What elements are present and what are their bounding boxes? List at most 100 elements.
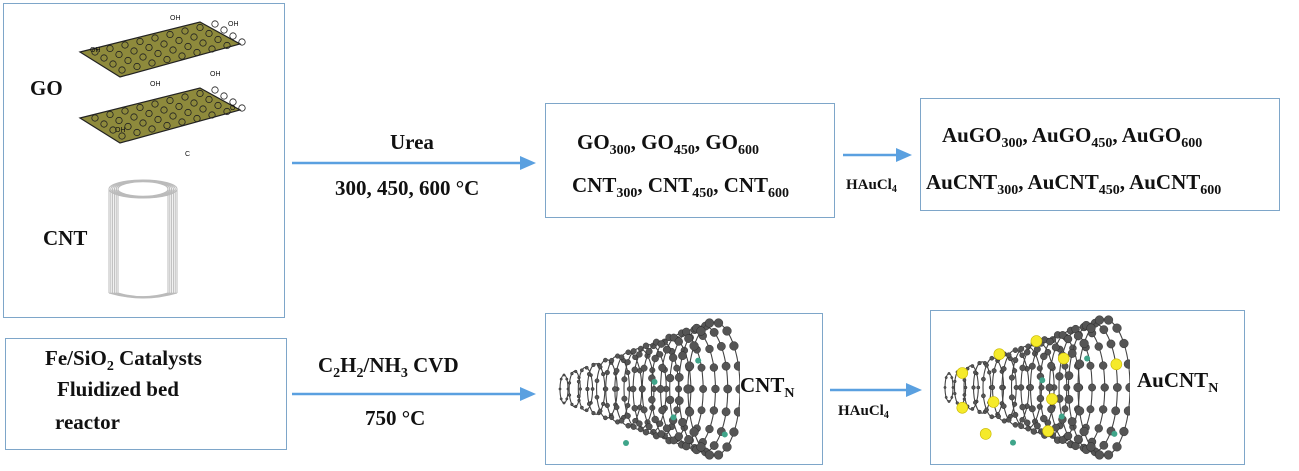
carbon-atom: [673, 406, 681, 414]
carbon-atom: [674, 432, 683, 441]
carbon-atom: [567, 393, 572, 397]
carbon-atom: [705, 424, 714, 434]
gold-go-products-label: AuGO300, AuGO450, AuGO600: [942, 123, 1202, 151]
hexagon-ring: [214, 35, 222, 44]
carbon-atom: [684, 361, 695, 371]
carbon-atom: [973, 370, 978, 375]
carbon-atom: [1067, 349, 1077, 358]
go-product-2: GO: [705, 130, 739, 154]
gold-cnt-products-label: AuCNT300, AuCNT450, AuCNT600: [926, 170, 1221, 198]
cvd-part-1: H: [340, 353, 357, 377]
hexagon-ring: [205, 29, 213, 38]
carbon-atom: [709, 441, 719, 450]
nitrogen-doped-products-box: [545, 103, 835, 218]
hexagon-ring: [229, 32, 237, 40]
hexagon-ring: [106, 110, 114, 119]
hexagon-ring: [178, 52, 186, 60]
carbon-atom: [1040, 414, 1048, 423]
carbon-atom: [594, 394, 600, 400]
carbon-nanotube-cylinder-icon: [108, 179, 178, 299]
hexagon-ring: [211, 20, 219, 28]
gold-nanoparticle: [1110, 358, 1123, 371]
hexagon-ring: [196, 23, 204, 32]
hexagon-ring: [238, 104, 246, 112]
carbon-atom: [1063, 431, 1073, 441]
carbon-atom: [668, 353, 678, 362]
carbon-atom: [981, 393, 986, 399]
carbon-atom: [565, 397, 569, 401]
carbon-atom: [1073, 434, 1083, 444]
carbon-atom: [632, 354, 638, 360]
go-product-subscript-2: 600: [738, 143, 760, 158]
cvd-part-subscript-0: 2: [333, 366, 341, 381]
cvd-temperature-label: 750 °C: [365, 406, 426, 430]
gold-cnt-product-1: AuCNT: [1027, 170, 1099, 194]
carbon-atom: [953, 379, 957, 384]
carbon-atom: [1094, 315, 1105, 325]
carbon-atom: [657, 430, 665, 438]
carbon-atom: [612, 386, 618, 392]
carbon-atom: [1079, 338, 1089, 349]
carbon-atom: [591, 362, 596, 367]
carbon-atom: [1099, 325, 1109, 335]
cnt-product-separator-0: ,: [637, 173, 648, 197]
hexagon-ring: [115, 116, 123, 125]
carbon-atom: [587, 401, 592, 406]
carbon-atom: [618, 418, 625, 424]
gold-cnt-product-subscript-2: 600: [1200, 183, 1222, 198]
carbon-atom: [1106, 339, 1116, 349]
hexagon-ring: [229, 98, 237, 106]
carbon-atom: [1055, 372, 1064, 381]
catalyst-suffix: Catalysts: [113, 346, 202, 370]
carbon-atom: [697, 363, 706, 372]
carbon-atom: [1017, 384, 1025, 391]
haucl4-bottom-subscript-0: 4: [883, 410, 889, 421]
hexagon-ring: [220, 26, 228, 34]
hexagon-ring: [163, 55, 171, 64]
hexagon-ring: [205, 95, 213, 104]
hexagon-ring: [91, 114, 99, 122]
carbon-atom: [684, 435, 693, 444]
carbon-atom: [699, 385, 708, 393]
carbon-atom: [964, 385, 968, 390]
functional-group-label: OH: [150, 81, 161, 88]
gold-go-product-subscript-2: 600: [1181, 136, 1203, 151]
hexagon-ring: [148, 59, 156, 67]
hexagon-ring: [145, 43, 153, 52]
urea-reagent-label: Urea: [390, 130, 434, 154]
aucnt-n-0: AuCNT: [1137, 368, 1209, 392]
carbon-atom: [1033, 345, 1041, 353]
hexagon-ring: [106, 44, 114, 53]
functional-group-label: OH: [210, 71, 221, 78]
carbon-atom: [559, 377, 563, 381]
hexagon-ring: [199, 105, 207, 113]
carbon-atom: [1024, 348, 1031, 356]
carbon-atom: [1058, 436, 1067, 444]
carbon-atom: [624, 359, 631, 366]
carbon-atom: [591, 411, 596, 416]
gold-go-product-0: AuGO: [942, 123, 1002, 147]
carbon-atom: [723, 384, 733, 394]
carbon-atom: [1008, 394, 1015, 401]
hexagon-ring: [220, 92, 228, 100]
go-product-0: GO: [577, 130, 610, 154]
carbon-atom: [1074, 359, 1085, 369]
carbon-atom: [636, 420, 643, 427]
carbon-atom: [1119, 338, 1129, 349]
carbon-atom: [722, 442, 732, 452]
cvd-part-0: C: [318, 353, 334, 377]
hexagon-ring: [133, 128, 141, 137]
functional-group-label: OH: [90, 47, 101, 54]
carbon-atom: [989, 414, 995, 420]
go-product-separator-0: ,: [630, 130, 642, 154]
carbon-atom: [1063, 384, 1071, 391]
carbon-atom: [1086, 323, 1096, 333]
carbon-atom: [674, 373, 684, 382]
catalyst-formula: Fe/SiO: [45, 346, 107, 370]
cnt-product-1: CNT: [647, 173, 693, 197]
carbon-atom: [656, 385, 665, 393]
cnt-n-subscript-0: N: [784, 386, 795, 401]
gold-cnt-product-2: AuCNT: [1129, 170, 1201, 194]
cvd-part-3: CVD: [407, 353, 459, 377]
